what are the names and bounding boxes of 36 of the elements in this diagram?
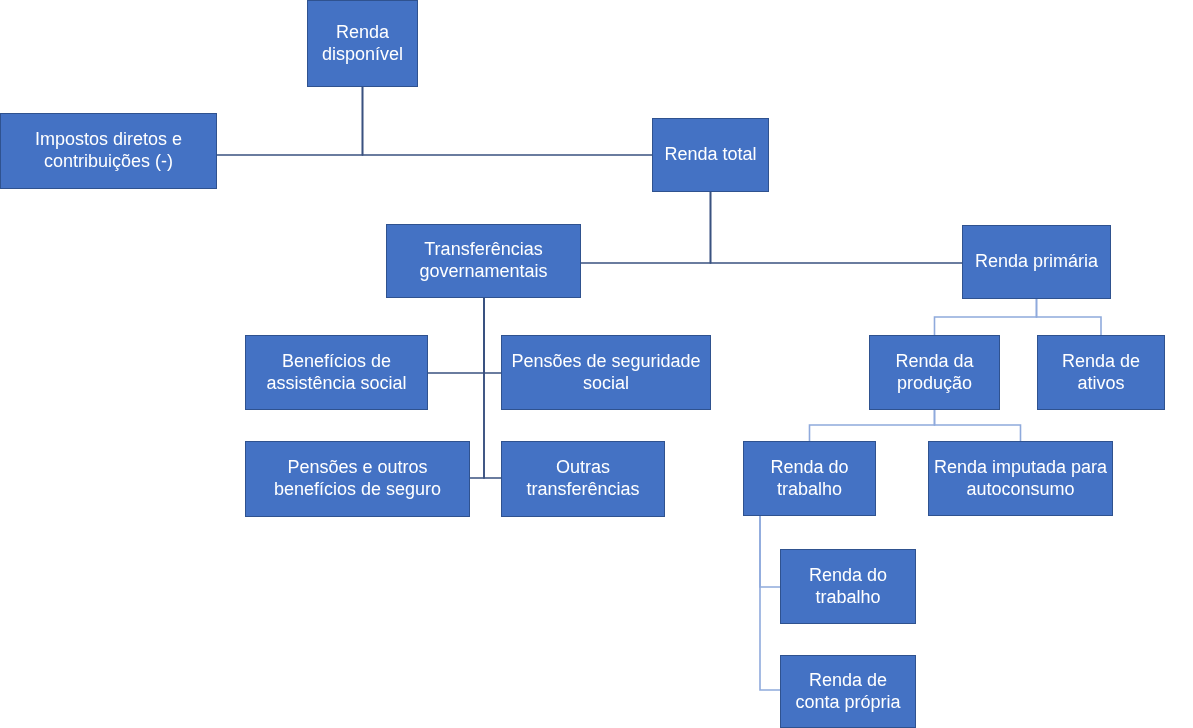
process-box <box>928 441 1113 516</box>
box-label: Renda primária <box>974 251 1099 273</box>
box-label: Transferências governamentais <box>418 239 549 283</box>
process-box <box>743 441 876 516</box>
process-box <box>780 549 916 624</box>
connector-line <box>759 515 781 691</box>
box-label: Renda de ativos <box>1060 350 1142 395</box>
box-label: Renda do trabalho <box>769 456 850 501</box>
process-box <box>869 335 1000 410</box>
box-label: Renda do trabalho <box>807 564 889 609</box>
connector-line <box>483 297 502 479</box>
box-label: Renda imputada para autoconsumo <box>933 456 1108 501</box>
box-label: Renda da produção <box>894 350 975 395</box>
process-box <box>245 441 470 517</box>
process-box <box>501 441 665 517</box>
box-label: Renda disponível <box>320 21 405 66</box>
process-box <box>0 113 217 189</box>
process-box <box>780 655 916 728</box>
box-label: Pensões e outros benefícios de seguro <box>272 457 443 501</box>
process-box <box>501 335 711 410</box>
process-box <box>652 118 769 192</box>
process-box <box>307 0 418 87</box>
connector-line <box>361 86 653 156</box>
box-label: Renda total <box>664 144 757 166</box>
process-box <box>962 225 1111 299</box>
connector-line <box>933 409 1022 442</box>
process-box <box>1037 335 1165 410</box>
box-label: Impostos diretos e contribuições (-) <box>33 129 184 173</box>
connector-line <box>709 191 963 264</box>
box-label: Benefícios de assistência social <box>265 350 408 395</box>
process-box <box>245 335 428 410</box>
box-label: Pensões de seguridade social <box>510 350 702 395</box>
box-label: Renda de conta própria <box>794 669 902 714</box>
box-label: Outras transferências <box>525 457 641 501</box>
connector-line <box>1035 298 1102 336</box>
process-box <box>386 224 581 298</box>
